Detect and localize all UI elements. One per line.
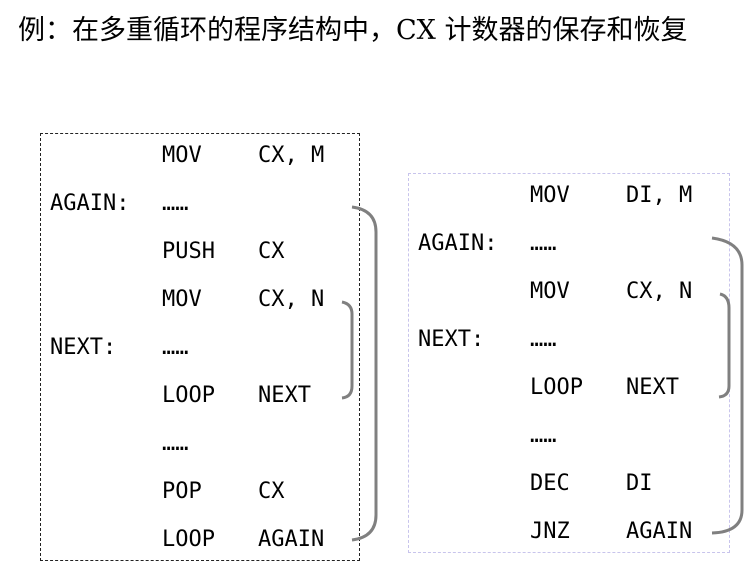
left-inner-loop-bracket (341, 300, 354, 400)
code-opcode: …… (530, 327, 557, 352)
code-operand: CX (258, 479, 285, 504)
code-opcode: POP (162, 479, 202, 504)
code-operand: DI (626, 471, 653, 496)
code-opcode: MOV (162, 287, 202, 312)
code-operand: CX (258, 239, 285, 264)
code-line: PUSH CX (0, 237, 756, 267)
right-inner-loop-bracket (718, 292, 731, 399)
code-opcode: MOV (530, 279, 570, 304)
code-opcode: DEC (530, 471, 570, 496)
code-line: MOV CX, M (0, 141, 756, 171)
code-operand: AGAIN (258, 527, 325, 552)
code-line: POP CX (0, 477, 756, 507)
code-operand: DI, M (626, 183, 693, 208)
code-operand: NEXT (258, 383, 311, 408)
code-line: LOOP NEXT (0, 381, 756, 411)
code-label: AGAIN: (50, 191, 130, 216)
code-opcode: PUSH (162, 239, 215, 264)
code-label: NEXT: (418, 327, 485, 352)
code-operand: AGAIN (626, 519, 693, 544)
code-line: LOOP AGAIN (0, 525, 756, 555)
code-line: NEXT: …… (0, 333, 756, 363)
code-line: LOOP NEXT (0, 373, 756, 403)
right-outer-loop-bracket (711, 236, 744, 535)
code-line: MOV DI, M (0, 181, 756, 211)
left-program-box (40, 133, 360, 561)
code-line: …… (0, 421, 756, 451)
code-opcode: …… (162, 191, 189, 216)
left-outer-loop-bracket (351, 205, 378, 542)
code-operand: CX, N (258, 287, 325, 312)
code-line: …… (0, 429, 756, 459)
code-opcode: …… (162, 335, 189, 360)
code-opcode: …… (530, 423, 557, 448)
code-opcode: …… (530, 231, 557, 256)
code-opcode: LOOP (162, 527, 215, 552)
code-label: NEXT: (50, 335, 117, 360)
code-opcode: MOV (162, 143, 202, 168)
code-operand: NEXT (626, 375, 679, 400)
code-line: MOV CX, N (0, 285, 756, 315)
code-line: MOV CX, N (0, 277, 756, 307)
code-opcode: LOOP (530, 375, 583, 400)
code-opcode: LOOP (162, 383, 215, 408)
code-line: DEC DI (0, 469, 756, 499)
code-line: AGAIN: …… (0, 189, 756, 219)
code-opcode: JNZ (530, 519, 570, 544)
code-opcode: MOV (530, 183, 570, 208)
code-opcode: …… (162, 431, 189, 456)
code-line: JNZ AGAIN (0, 517, 756, 547)
code-operand: CX, N (626, 279, 693, 304)
code-line: NEXT: …… (0, 325, 756, 355)
page-title: 例：在多重循环的程序结构中，CX 计数器的保存和恢复 (18, 15, 688, 46)
code-operand: CX, M (258, 143, 325, 168)
code-label: AGAIN: (418, 231, 498, 256)
code-line: AGAIN: …… (0, 229, 756, 259)
